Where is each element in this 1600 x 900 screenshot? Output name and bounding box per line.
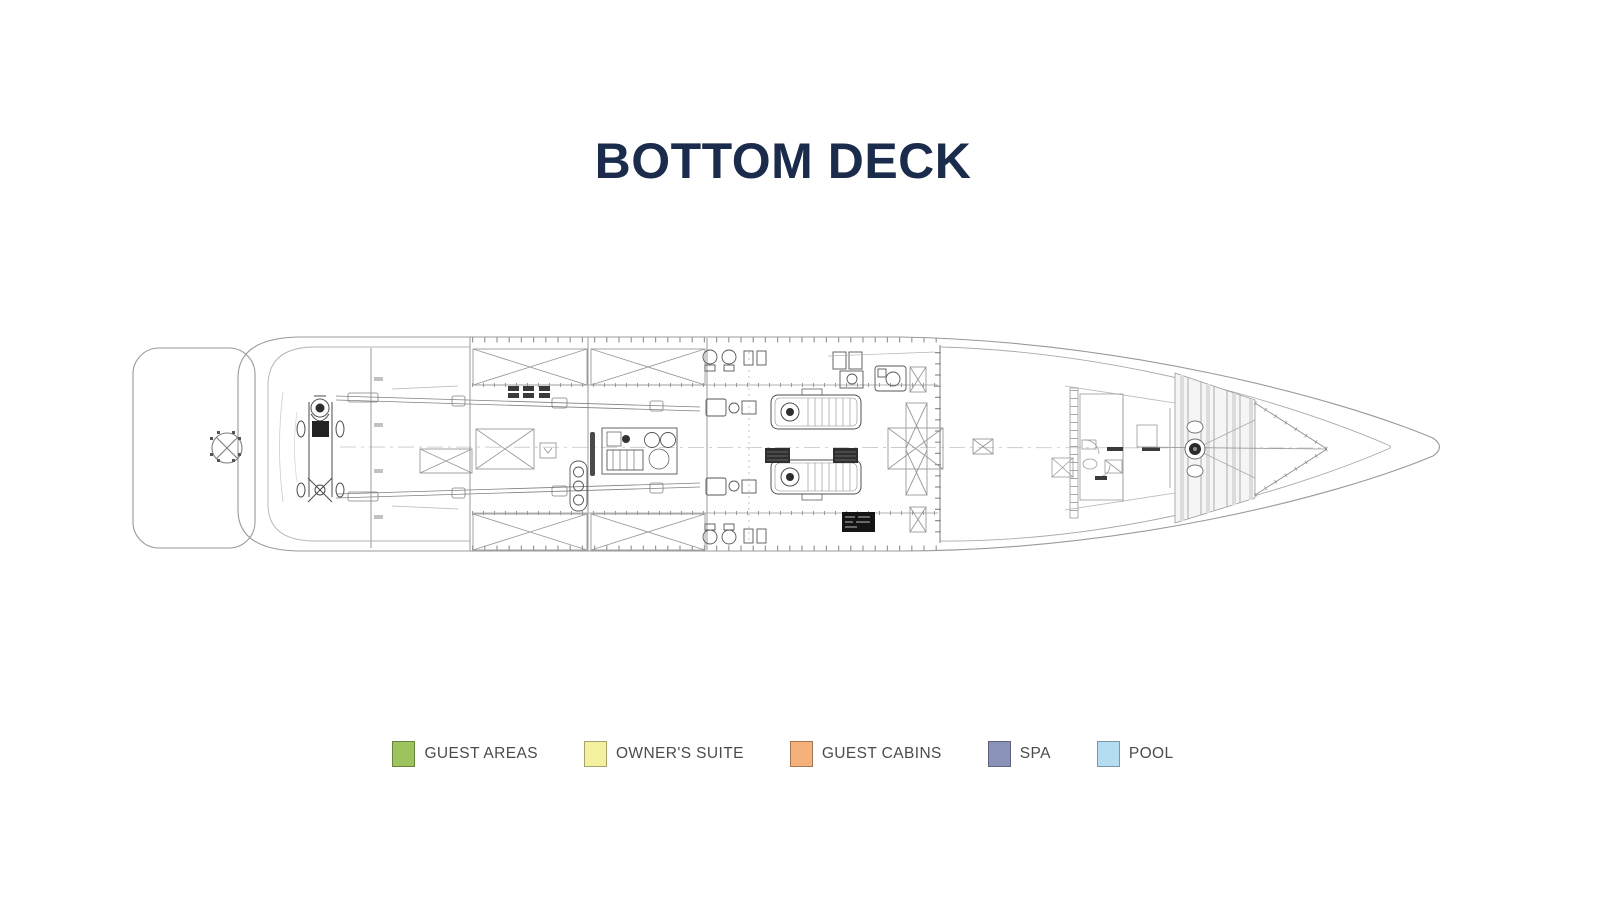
equipment-label-plate [842,512,875,532]
pool-swatch [1096,741,1120,767]
swim-platform [132,347,256,549]
deck-plan [125,325,1455,560]
frame-labels [374,377,383,519]
main-engine-port [770,394,862,430]
bulkheads [370,337,941,551]
propeller-shafts [335,392,701,502]
spa-label: SPA [1019,745,1051,762]
guest-areas-swatch [392,741,416,767]
main-engine-starboard [770,459,862,495]
content-area: BOTTOM DECK [0,133,1566,767]
legend-item-guest-areas: GUEST AREAS [392,741,538,767]
guest-cabins-swatch [789,741,813,767]
annotation-leaders [391,351,936,510]
guest-cabins-label: GUEST CABINS [821,745,942,762]
floor-gratings [765,448,858,463]
guest-areas-label: GUEST AREAS [424,745,538,762]
page-title: BOTTOM DECK [594,133,972,189]
legend-item-owners-suite: OWNER'S SUITE [583,741,744,767]
generator-set [601,427,678,475]
legend-item-guest-cabins: GUEST CABINS [789,741,942,767]
centerline [339,446,1328,449]
valve-manifolds [508,386,550,398]
pumps [569,349,907,545]
legend: GUEST AREAS OWNER'S SUITE GUEST CABINS S… [0,741,1566,767]
spa-swatch [987,741,1011,767]
forward-compartments [1051,387,1171,519]
legend-item-pool: POOL [1096,741,1174,767]
steering-gear [296,395,345,503]
legend-item-spa: SPA [987,741,1051,767]
main-engines [770,388,862,501]
hull-outline [132,336,1441,552]
owners-suite-swatch [583,741,607,767]
deck-plan-svg [132,336,1441,552]
stern-capstan [210,431,243,464]
forepeak-deck [1253,401,1329,497]
owners-suite-label: OWNER'S SUITE [615,745,744,762]
anchor-windlass [1136,419,1326,479]
pool-label: POOL [1128,745,1174,762]
